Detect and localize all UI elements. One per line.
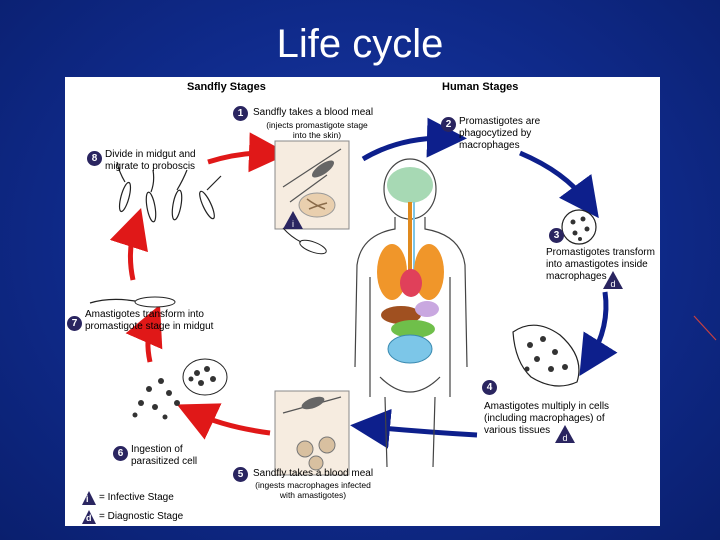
step-2-label: Promastigotes are phagocytized by macrop… (459, 116, 541, 151)
promastigote-stage-7 (134, 296, 176, 308)
step-6-badge: 6 (113, 446, 128, 461)
human-figure (354, 158, 468, 468)
arrow-1-to-2 (361, 117, 467, 162)
promastigotes-group (116, 161, 222, 223)
diagnostic-legend-label: = Diagnostic Stage (99, 511, 184, 522)
infective-legend-label: = Infective Stage (99, 492, 174, 503)
step-8-label: Divide in midgut and migrate to probosci… (105, 149, 196, 172)
step-3-label: Promastigotes transform into amastigotes… (546, 247, 655, 282)
human-stages-header: Human Stages (442, 81, 519, 93)
slide-decoration-line (693, 315, 717, 341)
svg-text:d: d (562, 433, 567, 443)
infected-tissue (512, 324, 580, 387)
macrophage-cell (561, 209, 597, 245)
diagnostic-marker-step4: d (555, 425, 575, 443)
step-4-badge: 4 (482, 380, 497, 395)
infective-legend-icon (82, 491, 96, 505)
step-5-badge: 5 (233, 467, 248, 482)
arrow-7-to-8 (109, 207, 148, 281)
step-2-badge: 2 (441, 117, 456, 132)
arrow-6-to-7 (125, 304, 163, 363)
arrow-8-to-1 (207, 132, 289, 173)
step-8-badge: 8 (87, 151, 102, 166)
parasitized-cells (132, 358, 228, 420)
infective-marker-step1: i (283, 211, 303, 229)
step-6-label: Ingestion of parasitized cell (131, 444, 198, 467)
arrow-3-to-4 (579, 291, 618, 376)
step-1-badge: 1 (233, 106, 248, 121)
diagnostic-legend-symbol: d (86, 513, 92, 523)
arrow-5-to-6 (176, 403, 271, 440)
diagnostic-legend-icon (82, 510, 96, 524)
step-7-badge: 7 (67, 316, 82, 331)
slide-title: Life cycle (276, 22, 444, 66)
life-cycle-diagram: i d d Sandfly Stages Human Stages 1 Sand… (65, 77, 660, 526)
step-7-label: Amastigotes transform into promastigote … (85, 309, 214, 332)
step-5-sublabel: (ingests macrophages infected with amast… (255, 480, 371, 500)
step-1-label: Sandfly takes a blood meal (253, 107, 374, 118)
infective-legend-symbol: i (86, 494, 89, 504)
step-1-sublabel: (injects promastigote stage into the ski… (266, 120, 368, 140)
arrow-2-to-3 (519, 150, 599, 219)
step-3-badge: 3 (549, 228, 564, 243)
diagnostic-marker-step3: d (603, 271, 623, 289)
arrow-4-to-5 (350, 408, 478, 449)
sandfly-stages-header: Sandfly Stages (187, 81, 266, 93)
step-5-label: Sandfly takes a blood meal (253, 468, 374, 479)
svg-text:i: i (292, 219, 294, 229)
step-4-label: Amastigotes multiply in cells (including… (484, 401, 610, 436)
legend: i = Infective Stage d = Diagnostic Stage (81, 490, 231, 526)
svg-text:d: d (610, 279, 615, 289)
diagram-graphics: i d d (89, 117, 623, 476)
